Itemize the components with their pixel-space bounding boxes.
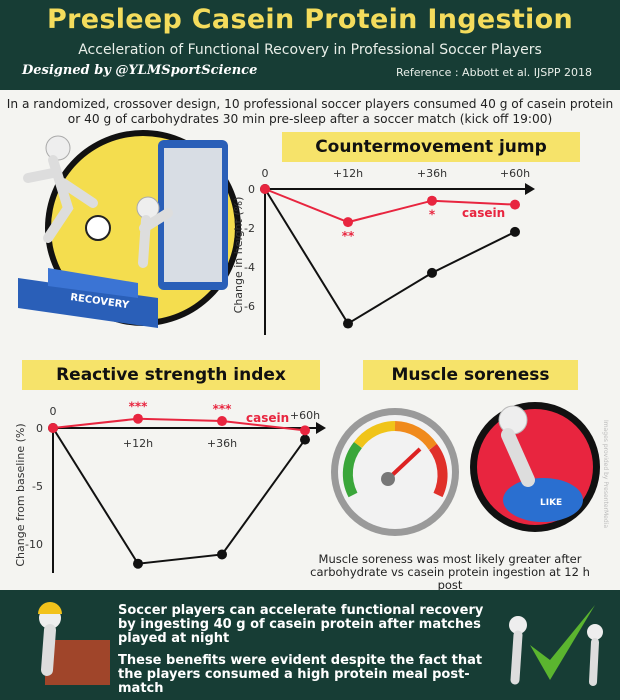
- x-tick-label: 0: [50, 405, 57, 418]
- subtitle: Acceleration of Functional Recovery in P…: [78, 42, 542, 58]
- data-point-carbohydrate: [133, 558, 143, 569]
- series-line-casein: [264, 188, 516, 224]
- data-point-casein: [133, 413, 143, 424]
- x-tick-label: +12h: [333, 167, 363, 180]
- page-title: Presleep Casein Protein Ingestion: [47, 4, 573, 35]
- cmj-title: Countermovement jump: [282, 132, 580, 162]
- header: [0, 0, 620, 90]
- y-tick-label: -4: [244, 261, 255, 274]
- x-tick-label: 0: [262, 167, 269, 180]
- casein-legend-label: casein: [462, 206, 505, 220]
- y-tick-label: 0: [36, 422, 43, 435]
- data-point-casein: [260, 184, 270, 194]
- player-figure-icon: [23, 155, 98, 243]
- series-line-carbohydrate: [52, 427, 306, 565]
- y-tick-label: -10: [25, 538, 43, 551]
- data-point-carbohydrate: [300, 434, 310, 445]
- x-tick-label: +36h: [207, 437, 237, 450]
- gauge-icon: [331, 408, 459, 536]
- bed-icon: [18, 278, 158, 328]
- series-line-carbohydrate: [264, 188, 516, 325]
- svg-text:LIKE: LIKE: [540, 498, 562, 508]
- soccer-ball-icon: [85, 215, 111, 241]
- x-axis-arrow: [316, 422, 326, 434]
- designed-by: Designed by @YLMSportScience: [22, 63, 258, 78]
- soreness-note: Muscle soreness was most likely greater …: [310, 552, 590, 592]
- x-tick-label: +36h: [417, 167, 447, 180]
- x-axis-arrow: [525, 183, 535, 195]
- key-point-2: These benefits were evident despite the …: [118, 653, 483, 696]
- muscle-soreness-title: Muscle soreness: [363, 360, 578, 390]
- recovery-illustration: RECOVERY: [18, 130, 241, 328]
- series-line-casein: [52, 417, 306, 432]
- y-axis-label: Change in height (%): [232, 197, 245, 314]
- data-point-carbohydrate: [510, 226, 520, 237]
- data-point-casein: [217, 416, 227, 427]
- x-tick-label: +60h: [500, 167, 530, 180]
- y-axis-label: Change from baseline (%): [14, 423, 27, 566]
- data-point-casein: [300, 425, 310, 436]
- x-tick-label: +12h: [123, 437, 153, 450]
- worker-bricks-icon: [38, 602, 110, 685]
- data-point-carbohydrate: [427, 267, 437, 278]
- significance-marker: **: [342, 229, 355, 243]
- y-tick-label: -6: [244, 300, 255, 313]
- checkmark-icon: [530, 605, 595, 680]
- data-point-casein: [427, 195, 437, 206]
- significance-marker: ***: [213, 402, 233, 416]
- data-point-carbohydrate: [343, 318, 353, 329]
- x-tick-label: +60h: [290, 409, 320, 422]
- significance-marker: *: [429, 208, 436, 222]
- image-credit: Images provided by PresenterMedia: [602, 420, 609, 529]
- like-button-icon: [503, 478, 583, 522]
- data-point-casein: [510, 199, 520, 210]
- data-point-casein: [48, 423, 58, 433]
- like-button-illustration: LIKE: [470, 402, 600, 532]
- y-tick-label: -2: [244, 222, 255, 235]
- y-tick-label: -5: [32, 480, 43, 493]
- data-point-casein: [343, 217, 353, 228]
- casein-legend-label: casein: [246, 411, 289, 425]
- checkmark-team-icon: [509, 605, 603, 686]
- key-point-1: Soccer players can accelerate functional…: [118, 603, 484, 646]
- data-point-carbohydrate: [217, 549, 227, 560]
- y-tick-label: 0: [248, 183, 255, 196]
- reference: Reference : Abbott et al. IJSPP 2018: [395, 66, 592, 79]
- significance-marker: ***: [129, 400, 149, 414]
- rsi-title: Reactive strength index: [22, 360, 320, 390]
- intro-text: In a randomized, crossover design, 10 pr…: [6, 97, 614, 126]
